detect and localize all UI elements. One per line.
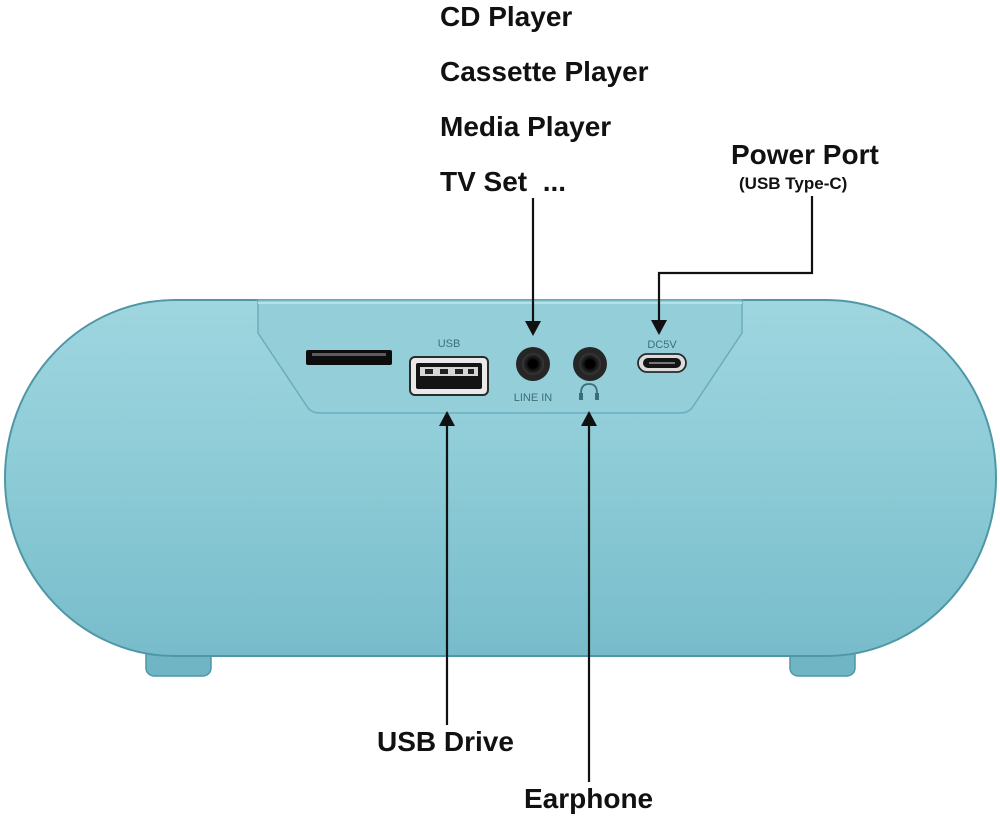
earphone-label: Earphone (524, 783, 654, 814)
earphone-arrowhead (581, 411, 597, 426)
line-in-jack (516, 347, 550, 381)
arrowheads (439, 320, 667, 426)
earphone-jack (573, 347, 607, 381)
leader-lines (445, 196, 814, 782)
usb-drive-label: USB Drive (377, 726, 514, 757)
power-port-leader (657, 196, 814, 322)
micro-sd-slot (306, 350, 392, 365)
source-tv-set: TV Set ... (440, 166, 567, 197)
usb-type-c-port (637, 353, 687, 373)
port-panel (257, 299, 743, 414)
source-media-player: Media Player (440, 111, 612, 142)
usb-port (409, 356, 489, 396)
usb-port-label: USB (438, 338, 461, 350)
power-port-title: Power Port (731, 139, 879, 170)
source-cd-player: CD Player (440, 1, 573, 32)
line-in-label: LINE IN (514, 392, 553, 404)
source-cassette-player: Cassette Player (440, 56, 649, 87)
line-in-arrowhead (525, 321, 541, 336)
power-port-subtitle: (USB Type-C) (739, 174, 848, 193)
dc5v-label: DC5V (647, 339, 677, 351)
headphone-icon (579, 383, 599, 400)
usb-drive-arrowhead (439, 411, 455, 426)
power-port-arrowhead (651, 320, 667, 335)
